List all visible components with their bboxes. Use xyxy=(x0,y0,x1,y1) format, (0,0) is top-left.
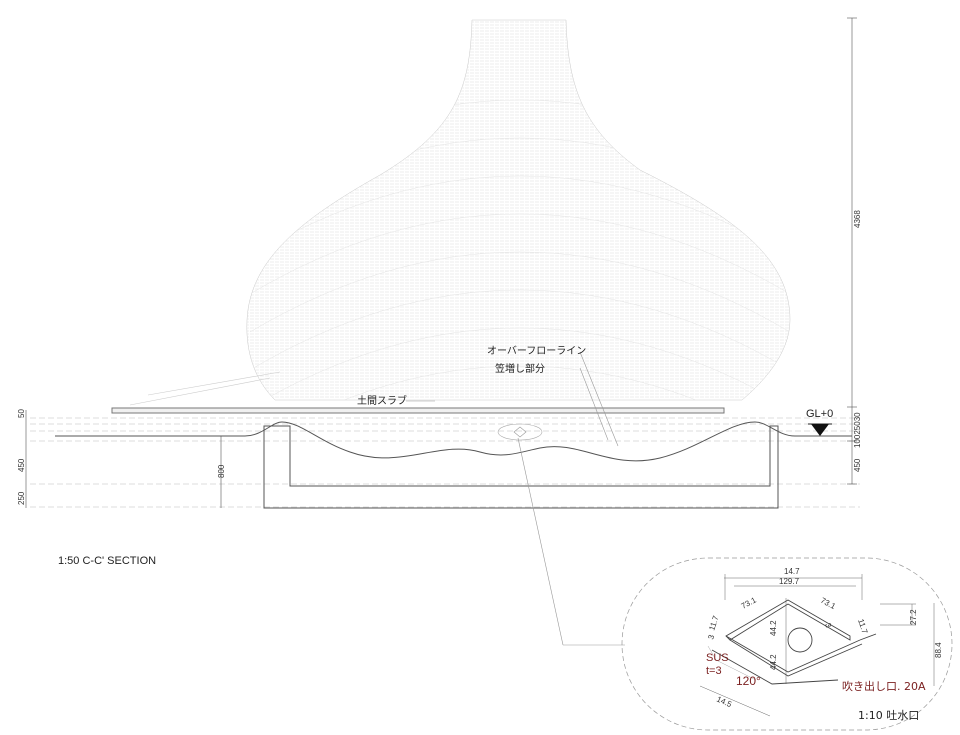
detail-title: 1:10 吐水口 xyxy=(858,709,919,722)
gl-label: GL+0 xyxy=(806,408,833,420)
vase-mesh xyxy=(246,19,791,401)
vase-curve-line xyxy=(249,365,791,400)
thickness-label: t=3 xyxy=(706,665,722,677)
right-dimension-line xyxy=(847,17,857,485)
dim-right-stack: 10025030 xyxy=(853,412,862,448)
dim-bottom-left: 14.5 xyxy=(715,695,733,710)
slab-label: 土間スラブ xyxy=(357,394,407,407)
dim-left-450: 450 xyxy=(17,458,26,472)
basin-section xyxy=(55,421,852,509)
reference-lines xyxy=(30,417,860,508)
material-label: SUS xyxy=(706,652,729,664)
dim-right-wall: 11.7 xyxy=(856,618,869,636)
vase-curve-line xyxy=(249,175,791,257)
leader-lines xyxy=(406,351,625,646)
vase-curve-line xyxy=(249,213,791,295)
raised-part-label: 笠増し部分 xyxy=(495,362,545,375)
gl-marker xyxy=(808,423,832,436)
dim-left-wall: 11.7 xyxy=(707,614,720,632)
left-dimension-line xyxy=(25,410,222,508)
detail-callout: 14.7 129.7 73.1 73.1 11.7 11.7 3 3 44.2 … xyxy=(621,557,953,731)
vase-contour-lines xyxy=(246,21,791,400)
dim-right-450: 450 xyxy=(853,458,862,472)
vase-curve-line xyxy=(249,327,791,400)
slab xyxy=(111,371,725,414)
dim-right-short: 27.2 xyxy=(909,609,918,625)
outlet-label: 吹き出し口. 20A xyxy=(842,679,926,693)
dim-right-slope: 73.1 xyxy=(819,596,837,612)
dim-left-250: 250 xyxy=(17,491,26,505)
vase-curve-line xyxy=(249,289,791,371)
dim-center-upper: 44.2 xyxy=(769,620,778,636)
dim-depth-800: 800 xyxy=(217,464,226,478)
vase-curve-line xyxy=(249,251,791,333)
overflow-line-label: オーバーフローライン xyxy=(487,345,586,357)
dim-left-50: 50 xyxy=(17,409,26,418)
dim-left-slope: 73.1 xyxy=(740,595,758,611)
dim-right-t: 3 xyxy=(823,622,833,630)
dim-right-height: 88.4 xyxy=(934,642,943,658)
section-title: 1:50 C-C' SECTION xyxy=(58,555,156,567)
dim-top-small: 14.7 xyxy=(784,567,800,576)
angle-label: 120° xyxy=(736,674,761,688)
dim-top-total: 129.7 xyxy=(779,577,800,586)
dim-left-t: 3 xyxy=(706,633,716,641)
dim-center-lower: 44.2 xyxy=(769,654,778,670)
dim-right-4368: 4368 xyxy=(853,210,862,228)
